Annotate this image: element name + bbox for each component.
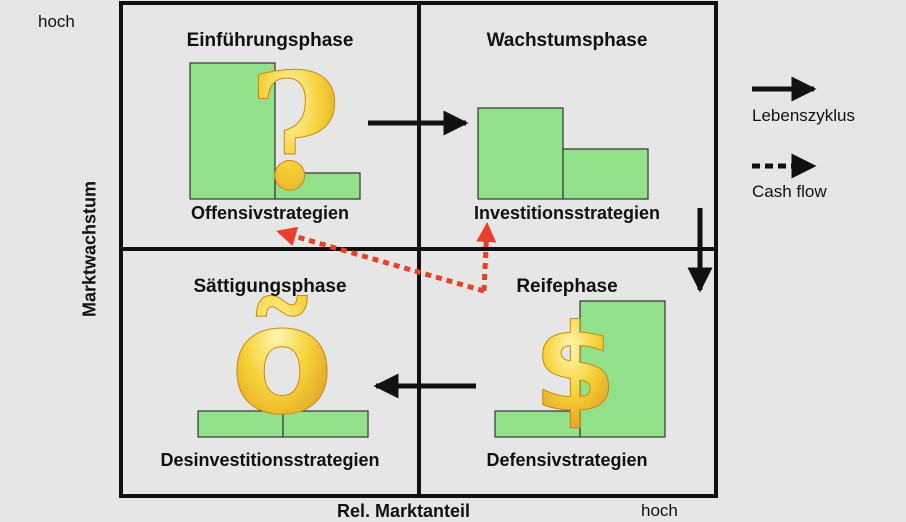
offensive-strategies-label: Offensivstrategien (190, 203, 350, 223)
dollar-icon: $ (533, 300, 617, 439)
saturation-phase-title: Sättigungsphase (193, 276, 347, 297)
maturity-bar-small (494, 410, 581, 438)
otilde-icon: õ (230, 274, 333, 448)
y-axis-label: Marktwachstum (79, 180, 100, 318)
defensive-strategies-label: Defensivstrategien (486, 450, 648, 470)
growth-bar-small (562, 148, 649, 200)
cashflow-arrow-to-offensive (276, 226, 485, 294)
growth-phase-title: Wachstumsphase (486, 30, 648, 51)
investment-strategies-label: Investitionsstrategien (473, 203, 661, 223)
intro-bar-large (189, 62, 276, 200)
x-axis-label: Rel. Marktanteil (337, 501, 471, 521)
x-axis-high-label: hoch (641, 501, 678, 520)
saturation-bar-right (282, 410, 369, 438)
saturation-bar-left (197, 410, 284, 438)
maturity-phase-title: Reifephase (516, 276, 618, 297)
maturity-bar-large (579, 300, 666, 438)
intro-bar-small (274, 172, 361, 200)
divestment-strategies-label: Desinvestitionsstrategien (160, 450, 380, 470)
intro-phase-title: Einführungsphase (186, 30, 354, 51)
question-mark-icon: ? (248, 38, 342, 226)
legend-cashflow-label: Cash flow (752, 182, 827, 201)
y-axis-high-label: hoch (38, 12, 75, 31)
growth-bar-large (477, 107, 564, 200)
legend-lifecycle-label: Lebenszyklus (752, 106, 856, 125)
